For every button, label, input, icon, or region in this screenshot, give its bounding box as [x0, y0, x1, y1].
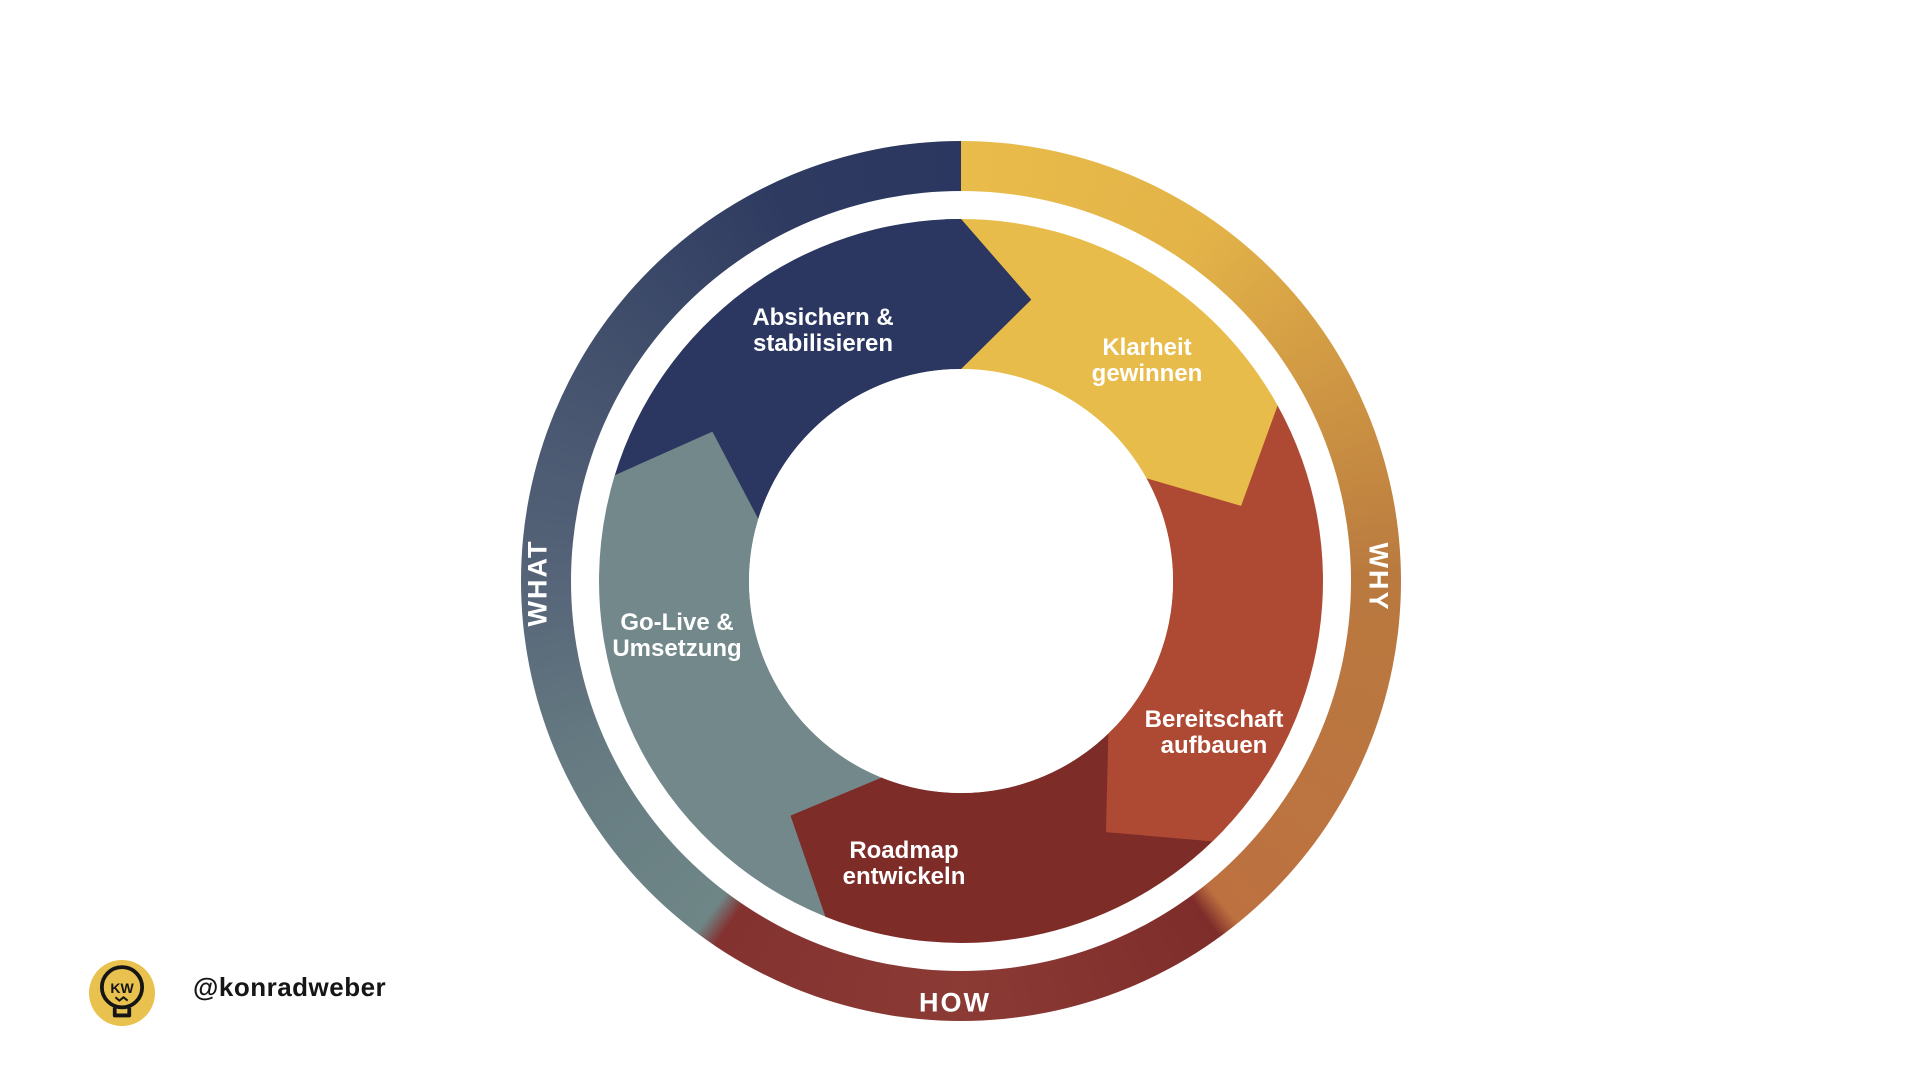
lightbulb-icon: KW [99, 965, 145, 1018]
bulb-glass [99, 965, 145, 1010]
wheel-segment-roadmap [790, 733, 1213, 943]
lightbulb-badge: KW [89, 960, 155, 1026]
segment-label-absichern: Absichern & stabilisieren [752, 304, 894, 357]
wheel-segment-golive [599, 431, 882, 917]
wheel-arrowheads [610, 219, 1278, 923]
segment-label-bereitschaft: Bereitschaft aufbauen [1144, 706, 1284, 759]
wheel-center-hole [749, 369, 1173, 793]
ring-label-what: WHAT [522, 539, 553, 627]
wheel-arrowhead-golive [610, 431, 759, 528]
author-credit: KW @konradweber [89, 960, 386, 1026]
wheel-arrowhead-bereitschaft [1106, 726, 1224, 842]
wheel-arrowhead-roadmap [790, 777, 891, 923]
wheel-segment-bereitschaft [1106, 405, 1324, 842]
wheel-segment-klarheit [961, 219, 1278, 506]
segment-label-golive: Go-Live & Umsetzung [612, 609, 742, 662]
wheel-arrowhead-absichern [945, 219, 1032, 370]
ring-label-why: WHY [1363, 542, 1394, 612]
author-handle: @konradweber [193, 971, 387, 1002]
segment-label-roadmap: Roadmap entwickeln [842, 837, 966, 890]
bulb-base [112, 1007, 132, 1018]
ring-label-how: HOW [919, 987, 991, 1018]
bulb-filament [114, 996, 129, 1002]
segment-label-klarheit: Klarheit gewinnen [1091, 334, 1203, 387]
wheel-arrowhead-klarheit [1141, 391, 1278, 506]
bulb-initials: KW [110, 980, 134, 996]
